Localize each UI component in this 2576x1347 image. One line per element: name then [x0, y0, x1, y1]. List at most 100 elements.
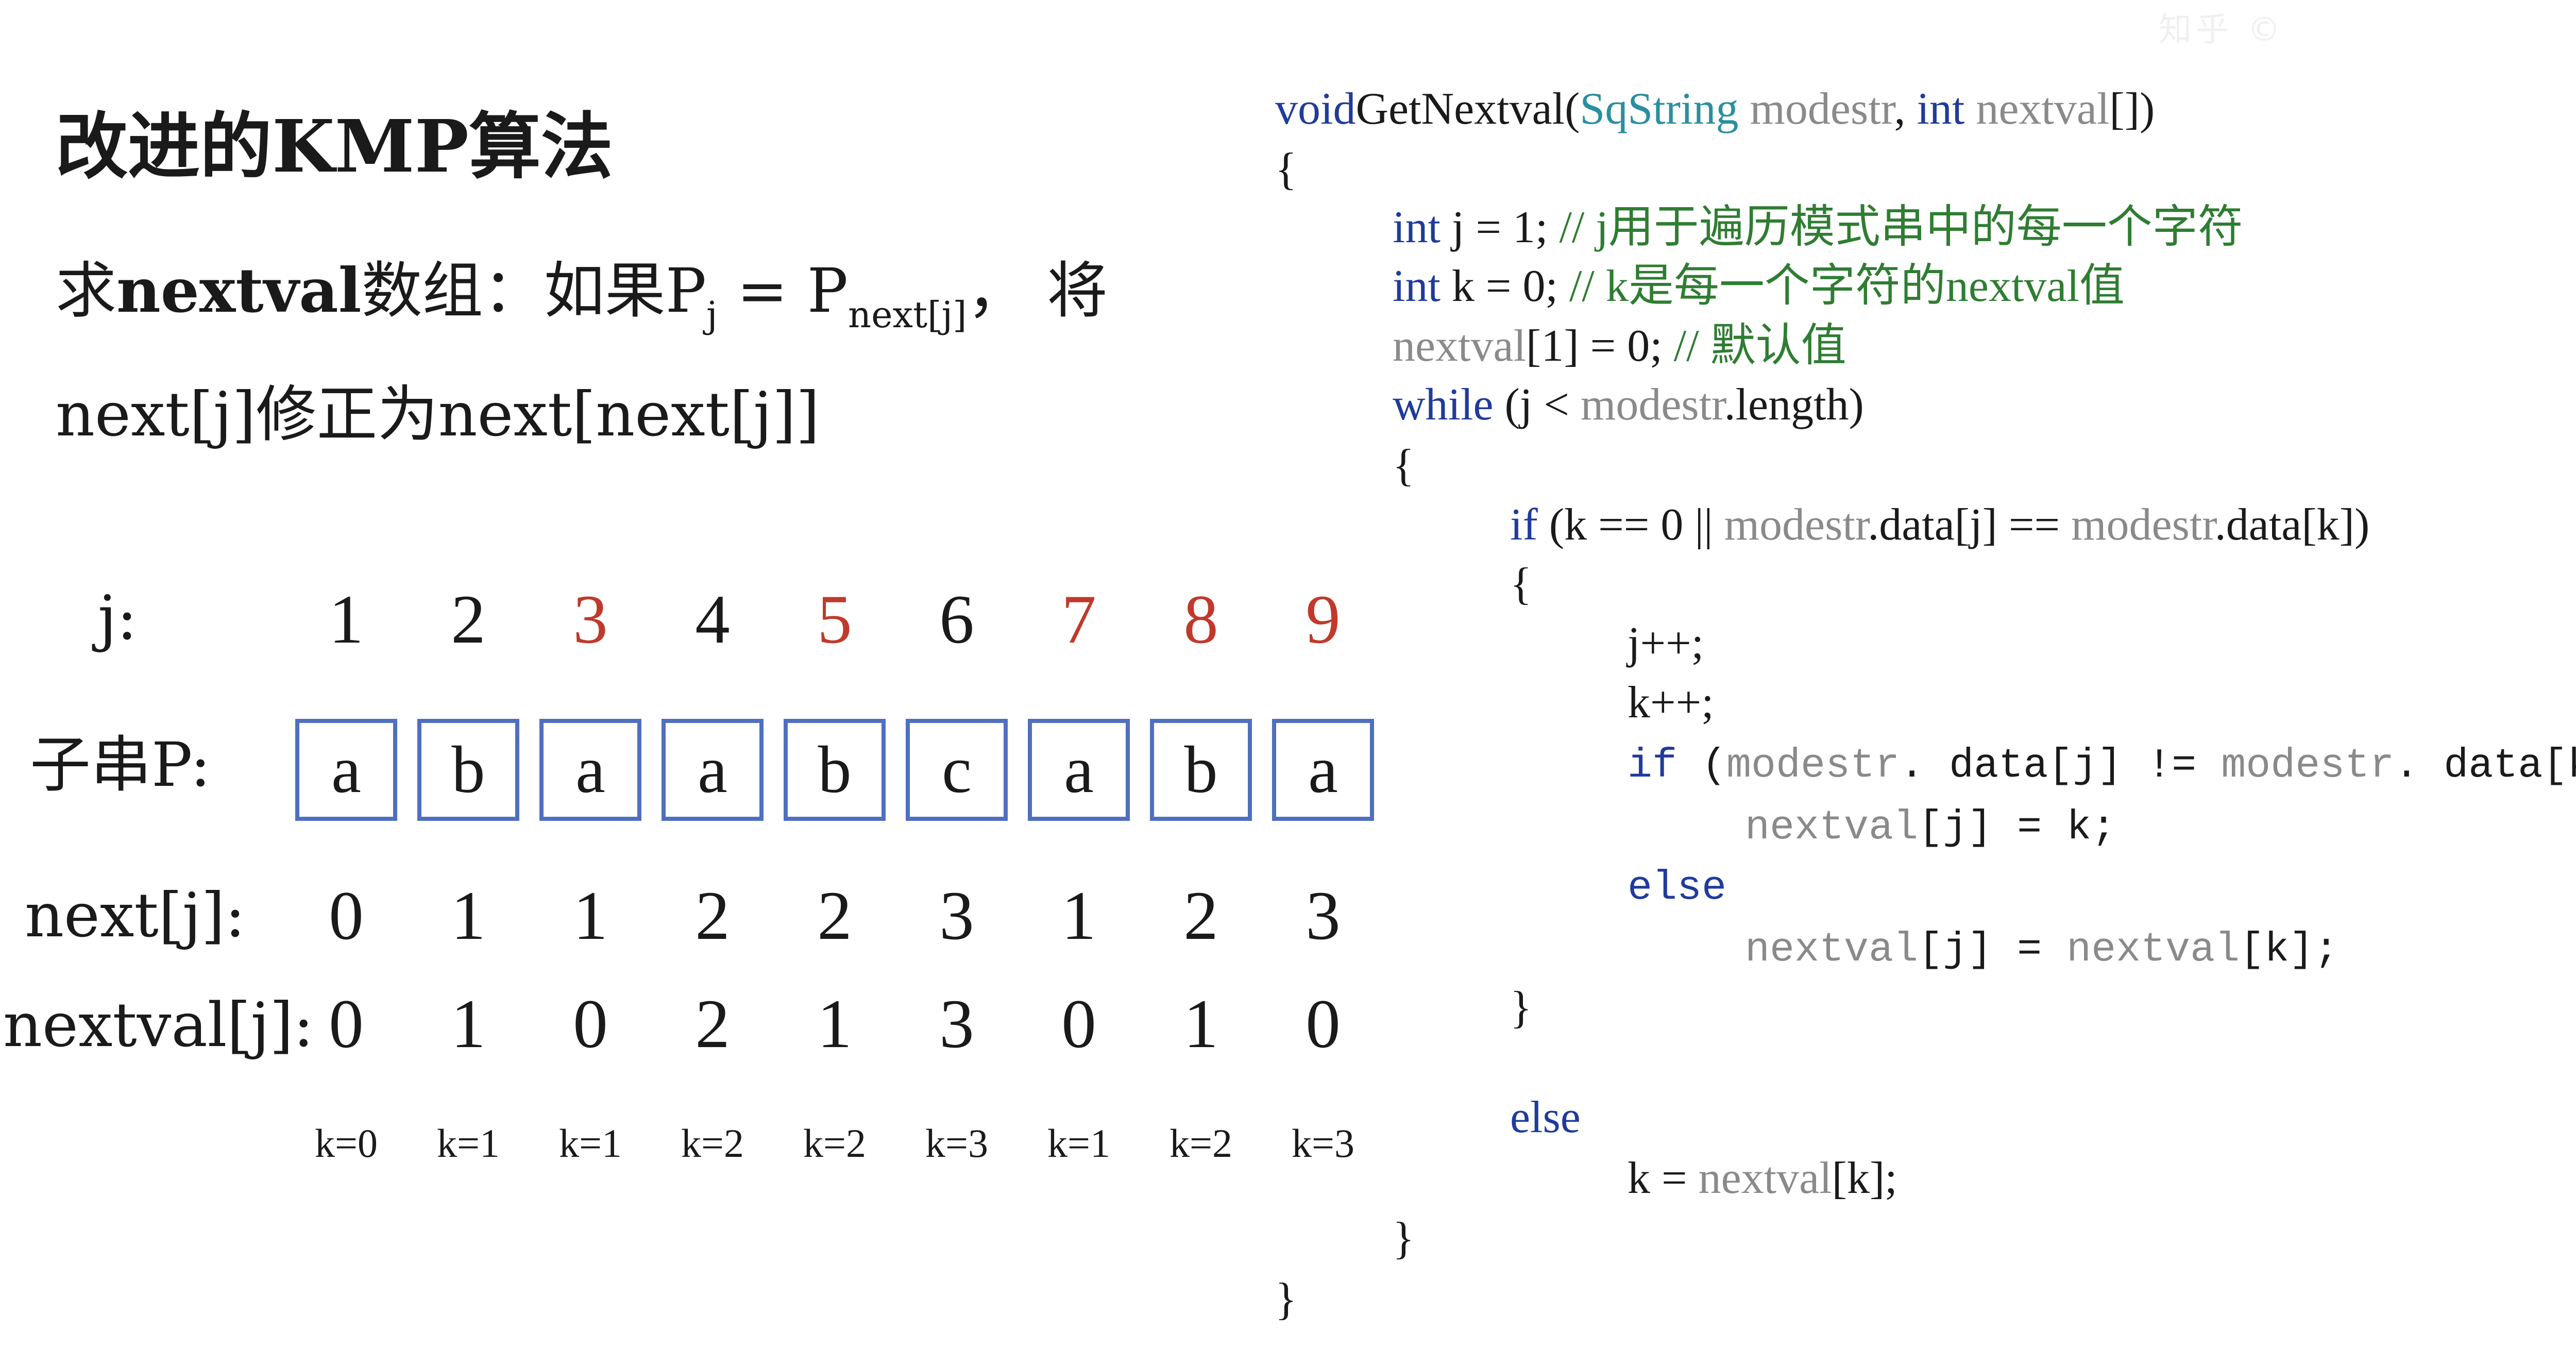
code-token: void	[1275, 84, 1356, 134]
code-line-20: }	[1275, 1277, 1297, 1322]
k-value-7: k=1	[1047, 1121, 1110, 1166]
code-token: k = 0;	[1440, 261, 1569, 311]
desc-bold-nextval: nextval	[116, 255, 362, 326]
code-token: .length)	[1724, 380, 1864, 430]
code-token: modestr	[1738, 84, 1894, 134]
code-token: GetNextval(	[1355, 84, 1580, 134]
code-token: {	[1393, 441, 1415, 491]
slide-title: 改进的KMP算法	[56, 105, 613, 189]
code-token: [j] =	[1918, 927, 2067, 973]
code-token: nextval	[1698, 1153, 1832, 1203]
code-token: [1] = 0;	[1526, 321, 1674, 371]
j-row-label: j:	[98, 582, 138, 653]
code-token: if	[1628, 743, 1677, 789]
code-token: if	[1510, 500, 1538, 550]
desc-subscript-next: next[j]	[848, 294, 967, 336]
pattern-cell-2: b	[417, 719, 519, 821]
p-row-label: 子串P:	[30, 729, 211, 800]
nextval-row-label: nextval[j]:	[3, 989, 314, 1060]
code-token: modestr	[1724, 500, 1868, 550]
pattern-cell-7: a	[1028, 719, 1130, 821]
code-token: {	[1510, 559, 1532, 609]
code-line-16: }	[1510, 985, 1532, 1031]
code-token: [])	[2109, 84, 2155, 134]
code-token: nextval	[1964, 84, 2110, 134]
nextval-description-line2: next[j]修正为next[next[j]]	[56, 379, 820, 450]
code-token: .data[k])	[2214, 500, 2370, 550]
code-line-4: int k = 0; // k是每一个字符的nextval值	[1393, 264, 2125, 309]
pattern-cell-9: a	[1272, 719, 1374, 821]
code-line-2: {	[1275, 147, 1297, 192]
code-token: (	[1677, 743, 1727, 789]
code-token: nextval	[2066, 927, 2240, 973]
code-line-11: k++;	[1628, 680, 1714, 726]
code-line-18: k = nextval[k];	[1628, 1156, 1897, 1201]
code-token: // k是每一个字符的nextval值	[1569, 261, 2125, 311]
code-line-1: voidGetNextval(SqString modestr, int nex…	[1275, 87, 2155, 132]
code-token: int	[1917, 84, 1965, 134]
code-token: (k == 0 ||	[1537, 500, 1724, 550]
code-line-19: }	[1393, 1216, 1414, 1261]
code-token: [k];	[1832, 1153, 1897, 1203]
code-line-10: j++;	[1628, 621, 1704, 666]
k-value-8: k=2	[1170, 1121, 1232, 1166]
code-line-3: int j = 1; // j用于遍历模式串中的每一个字符	[1393, 205, 2243, 250]
nextval-value-9: 0	[1306, 986, 1341, 1063]
code-token: modestr	[1726, 743, 1900, 789]
desc-subscript-j: j	[706, 294, 718, 336]
code-token: k =	[1628, 1153, 1699, 1203]
pattern-cell-8: b	[1150, 719, 1252, 821]
nextval-value-6: 3	[939, 986, 974, 1063]
code-line-13: nextval[j] = k;	[1745, 801, 2116, 849]
pattern-cell-4: a	[662, 719, 764, 821]
desc-suffix: ， 将	[967, 255, 1108, 326]
code-token: while	[1393, 380, 1494, 430]
code-token: . data[k])	[2394, 743, 2576, 789]
code-token: nextval	[1745, 804, 1919, 851]
code-token: }	[1393, 1214, 1415, 1264]
code-token: // 默认值	[1673, 321, 1846, 371]
code-token: {	[1275, 144, 1297, 194]
code-token: . data[j] !=	[1900, 743, 2222, 789]
code-token: (j <	[1493, 380, 1581, 430]
j-index-4: 4	[695, 581, 730, 658]
pattern-cell-3: a	[539, 719, 641, 821]
code-token: nextval	[1745, 927, 1919, 973]
code-line-5: nextval[1] = 0; // 默认值	[1393, 324, 1846, 369]
code-line-12: if (modestr. data[j] != modestr. data[k]…	[1628, 739, 2576, 787]
desc-prefix: 求	[56, 255, 117, 326]
j-index-2: 2	[451, 581, 486, 658]
code-token: modestr	[2221, 743, 2395, 789]
next-value-3: 1	[573, 878, 608, 954]
next-value-7: 1	[1061, 878, 1096, 954]
code-token: ,	[1894, 84, 1917, 134]
code-token: // j用于遍历模式串中的每一个字符	[1559, 203, 2243, 252]
code-token: int	[1393, 203, 1440, 252]
k-value-9: k=3	[1292, 1121, 1354, 1166]
code-line-14: else	[1628, 862, 1726, 909]
k-value-3: k=1	[559, 1121, 622, 1166]
pattern-cell-1: a	[295, 719, 397, 821]
code-token: }	[1510, 983, 1532, 1033]
j-index-7: 7	[1061, 581, 1096, 658]
k-value-6: k=3	[925, 1121, 988, 1166]
code-line-8: if (k == 0 || modestr.data[j] == modestr…	[1510, 502, 2369, 548]
next-value-4: 2	[695, 878, 730, 954]
code-token: }	[1275, 1274, 1297, 1324]
code-line-9: {	[1510, 562, 1532, 607]
code-line-7: {	[1393, 443, 1414, 489]
code-line-17: else	[1510, 1095, 1581, 1140]
code-token: else	[1628, 865, 1727, 912]
next-value-2: 1	[451, 878, 486, 954]
watermark-text: 知乎 ©	[2159, 11, 2285, 49]
nextval-value-7: 0	[1061, 986, 1096, 1063]
j-index-5: 5	[817, 581, 852, 658]
nextval-value-5: 1	[817, 986, 852, 1063]
j-index-6: 6	[939, 581, 974, 658]
next-value-1: 0	[329, 878, 364, 954]
nextval-description-line1: 求nextval数组：如果Pj = Pnext[j]， 将	[56, 260, 1108, 333]
k-value-5: k=2	[803, 1121, 866, 1166]
j-index-8: 8	[1183, 581, 1218, 658]
code-token: modestr	[2071, 500, 2215, 550]
k-value-1: k=0	[315, 1121, 378, 1166]
